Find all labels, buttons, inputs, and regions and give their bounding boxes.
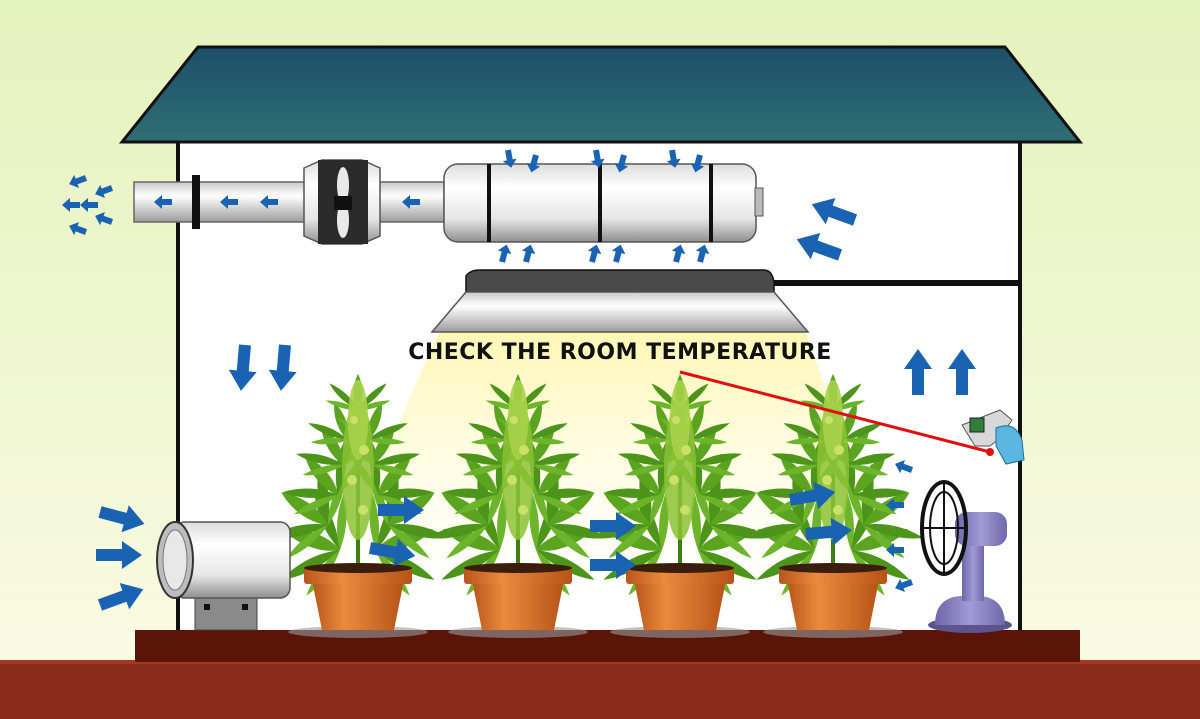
fan-icon <box>334 167 352 238</box>
inline-fan <box>303 159 381 245</box>
exhaust-duct <box>133 175 445 229</box>
carbon-filter <box>443 163 764 243</box>
infrared-thermometer <box>679 370 1025 465</box>
roof <box>118 45 1084 144</box>
caption: CHECK THE ROOM TEMPERATURE <box>408 340 832 365</box>
intake-fan <box>156 521 291 631</box>
ground <box>0 660 1200 719</box>
grow-light <box>430 269 1020 333</box>
oscillating-fan <box>920 480 1012 633</box>
house-floor <box>135 630 1080 662</box>
